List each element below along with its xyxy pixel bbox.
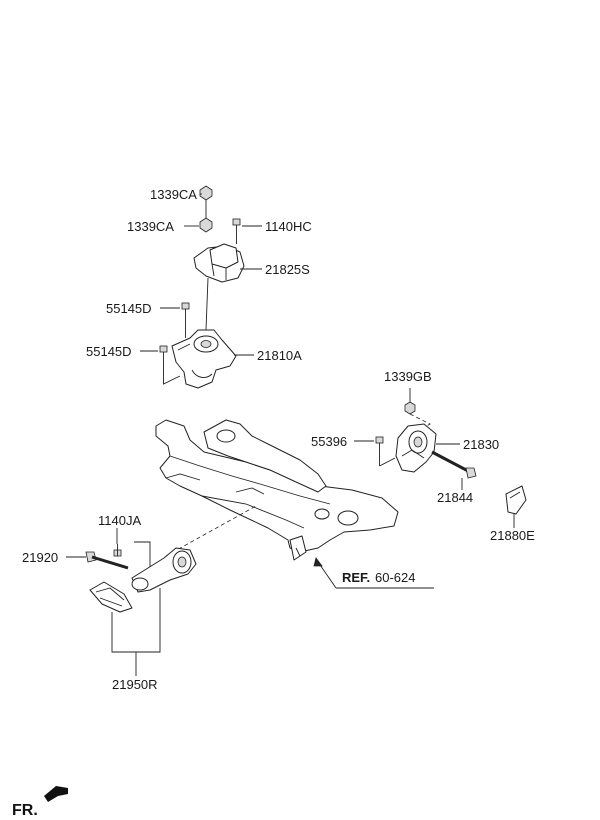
bolt-1140hc xyxy=(232,218,241,244)
mount-21810a xyxy=(171,329,237,389)
label-21920: 21920 xyxy=(22,550,58,565)
front-marker: FR. xyxy=(12,802,38,819)
label-1339ca-top: 1339CA xyxy=(150,187,197,202)
nut-1339ca-mid xyxy=(199,217,213,233)
label-21825s: 21825S xyxy=(265,262,310,277)
label-1140hc: 1140HC xyxy=(265,219,312,234)
bolt-55396 xyxy=(375,436,396,467)
label-21810a: 21810A xyxy=(257,348,302,363)
bolt-21920 xyxy=(85,551,129,570)
label-1140ja: 1140JA xyxy=(98,513,141,528)
bracket-21950r xyxy=(89,581,133,613)
fastener-line xyxy=(165,505,257,557)
bolt-55145d-bot xyxy=(159,345,181,385)
fastener-line xyxy=(134,541,151,572)
label-55396: 55396 xyxy=(311,434,347,449)
label-55145d-bot: 55145D xyxy=(86,344,132,359)
bracket-21825s xyxy=(193,243,245,283)
subframe xyxy=(155,419,399,561)
nut-1339gb xyxy=(404,401,416,415)
bolt-55145d-top xyxy=(181,302,190,338)
label-21880e: 21880E xyxy=(490,528,535,543)
nut-1339ca-top xyxy=(199,185,213,201)
cover-21880e xyxy=(505,485,527,515)
front-arrow-icon xyxy=(44,786,68,802)
ref-number: 60-624 xyxy=(375,570,415,585)
label-1339ca-mid: 1339CA xyxy=(127,219,174,234)
label-55145d-top: 55145D xyxy=(106,301,152,316)
roll-rod-21950r xyxy=(131,547,197,593)
label-21950r: 21950R xyxy=(112,677,158,692)
label-1339gb: 1339GB xyxy=(384,369,432,384)
bolt-21844 xyxy=(431,450,477,479)
mount-21830 xyxy=(395,423,437,473)
ref-arrow xyxy=(313,557,323,567)
mount-stud-line xyxy=(205,277,209,331)
ref-prefix: REF. xyxy=(342,570,370,585)
label-21844: 21844 xyxy=(437,490,473,505)
label-21830: 21830 xyxy=(463,437,499,452)
bolt-1140ja xyxy=(113,544,122,557)
